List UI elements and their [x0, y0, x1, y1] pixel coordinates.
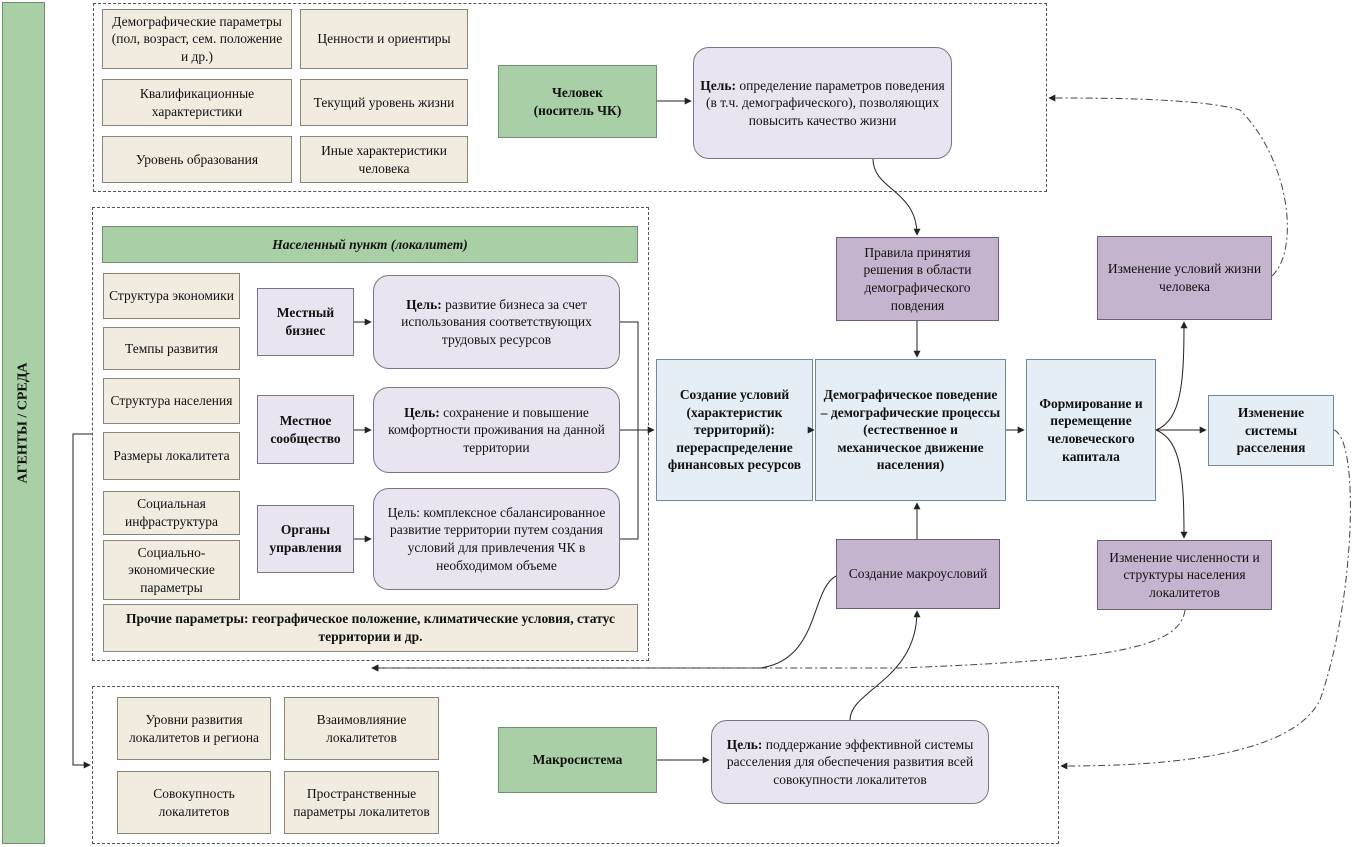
person-param-living-standard: Текущий уровень жизни: [300, 79, 468, 126]
goal-local-community-label: Цель:: [404, 404, 440, 420]
person-group-frame: [93, 3, 1047, 192]
person-param-other-text: Иные характеристики человека: [321, 142, 447, 176]
goal-local-community-body: сохранение и повышение комфортности прож…: [388, 404, 605, 455]
agents-environment-sidebar: АГЕНТЫ / СРЕДА: [2, 2, 45, 844]
locality-title-text: Населенный пункт (локалитет): [272, 236, 468, 252]
goal-local-community-text: Цель: сохранение и повышение комфортност…: [378, 404, 615, 457]
macro-param-interaction: Взаимовлияние локалитетов: [284, 697, 439, 760]
macro-conditions-text: Создание макроусловий: [848, 566, 988, 582]
actor-government: Органы управления: [257, 505, 354, 573]
human-capital-text: Формирование и перемещение человеческого…: [1039, 395, 1143, 464]
locality-other-params: Прочие параметры: географическое положен…: [103, 604, 638, 652]
person-agent-box: Человек (носитель ЧК): [498, 65, 657, 138]
macro-param-aggregate: Совокупность локалитетов: [117, 771, 271, 834]
actor-local-business: Местный бизнес: [257, 288, 354, 356]
locality-param-infrastructure: Социальная инфраструктура: [103, 491, 240, 535]
locality-param-socioeconomic: Социально-экономические параметры: [103, 540, 240, 600]
macro-goal-text: Цель: поддержание эффективной системы ра…: [716, 736, 984, 789]
actor-local-community-text: Местное сообщество: [270, 412, 341, 446]
person-param-living-standard-text: Текущий уровень жизни: [313, 94, 455, 110]
person-goal-box: Цель: определение параметров поведения (…: [693, 47, 952, 159]
locality-param-size-text: Размеры локалитета: [113, 448, 230, 464]
person-param-demographic-text: Демографические параметры (пол, возраст,…: [111, 13, 283, 64]
macro-conditions-box: Создание макроусловий: [836, 539, 1000, 609]
sidebar-label: АГЕНТЫ / СРЕДА: [15, 362, 31, 484]
person-param-qualification-text: Квалификационные характеристики: [139, 85, 255, 119]
goal-government-body: Цель: комплексное сбалансированное разви…: [387, 504, 606, 573]
macro-param-aggregate-text: Совокупность локалитетов: [153, 785, 235, 819]
locality-param-size: Размеры локалитета: [103, 432, 240, 480]
locality-param-economy-text: Структура экономики: [109, 288, 234, 304]
goal-local-business-label: Цель:: [406, 296, 442, 312]
macro-param-development: Уровни развития локалитетов и региона: [117, 697, 271, 760]
goal-local-community: Цель: сохранение и повышение комфортност…: [373, 387, 620, 473]
life-conditions-change-text: Изменение условий жизни человека: [1107, 261, 1262, 294]
arrow-capital-to-population: [1155, 429, 1188, 539]
macro-goal-box: Цель: поддержание эффективной системы ра…: [711, 720, 989, 804]
person-param-qualification: Квалификационные характеристики: [102, 79, 292, 126]
macro-param-development-text: Уровни развития локалитетов и региона: [128, 711, 260, 745]
decision-rules-box: Правила принятия решения в области демог…: [836, 237, 999, 321]
person-param-values-text: Ценности и ориентиры: [317, 31, 451, 47]
actor-local-business-text: Местный бизнес: [276, 305, 335, 338]
locality-param-infrastructure-text: Социальная инфраструктура: [125, 496, 218, 529]
settlement-change-text: Изменение системы расселения: [1236, 405, 1306, 456]
demographic-behavior-box: Демографическое поведение – демографичес…: [815, 359, 1006, 501]
goal-local-business-text: Цель: развитие бизнеса за счет использов…: [378, 296, 615, 349]
macro-group-frame: [92, 686, 1059, 844]
arrow-locality-to-macro: [72, 433, 92, 769]
person-param-other: Иные характеристики человека: [300, 136, 468, 183]
person-param-demographic: Демографические параметры (пол, возраст,…: [102, 9, 292, 69]
human-capital-box: Формирование и перемещение человеческого…: [1026, 359, 1156, 501]
macro-goal-body: поддержание эффективной системы расселен…: [726, 736, 974, 787]
person-param-education: Уровень образования: [102, 136, 292, 183]
person-goal-body: определение параметров поведения (в т.ч.…: [706, 77, 945, 128]
population-change-box: Изменение численности и структуры населе…: [1097, 540, 1272, 610]
macro-goal-label: Цель:: [726, 736, 763, 752]
actor-local-community: Местное сообщество: [257, 395, 354, 464]
locality-param-economy: Структура экономики: [103, 273, 240, 319]
life-conditions-change-box: Изменение условий жизни человека: [1097, 236, 1272, 320]
demographic-behavior-text: Демографическое поведение – демографичес…: [820, 387, 1001, 473]
person-param-education-text: Уровень образования: [135, 151, 259, 167]
arrow-capital-to-life: [1155, 321, 1188, 431]
locality-param-population: Структура населения: [103, 378, 240, 424]
locality-group-frame: [92, 207, 649, 661]
person-goal-text: Цель: определение параметров поведения (…: [698, 77, 947, 130]
conditions-box: Создание условий (характеристик территор…: [656, 359, 813, 501]
macro-param-interaction-text: Взаимовлияние локалитетов: [316, 711, 407, 745]
locality-param-socioeconomic-text: Социально-экономические параметры: [128, 544, 215, 595]
macro-param-spatial: Пространственные параметры локалитетов: [284, 771, 439, 834]
goal-government: Цель: комплексное сбалансированное разви…: [373, 488, 620, 590]
goal-local-business-body: развитие бизнеса за счет использования с…: [401, 296, 592, 347]
locality-param-growth: Темпы развития: [103, 327, 240, 370]
person-goal-label: Цель:: [700, 77, 736, 93]
locality-title-bar: Населенный пункт (локалитет): [102, 226, 638, 263]
macro-agent-box: Макросистема: [498, 727, 657, 793]
conditions-text: Создание условий (характеристик территор…: [667, 387, 802, 473]
population-change-text: Изменение численности и структуры населе…: [1109, 549, 1260, 600]
macro-param-spatial-text: Пространственные параметры локалитетов: [293, 785, 430, 819]
macro-agent-text: Макросистема: [532, 752, 623, 768]
goal-local-business: Цель: развитие бизнеса за счет использов…: [373, 275, 620, 369]
person-agent-text: Человек (носитель ЧК): [533, 84, 622, 118]
person-param-values: Ценности и ориентиры: [300, 9, 468, 69]
settlement-change-box: Изменение системы расселения: [1208, 395, 1334, 466]
locality-param-growth-text: Темпы развития: [125, 340, 218, 356]
locality-other-params-text: Прочие параметры: географическое положен…: [126, 611, 615, 644]
decision-rules-text: Правила принятия решения в области демог…: [863, 244, 972, 313]
actor-government-text: Органы управления: [269, 522, 342, 555]
locality-param-population-text: Структура населения: [110, 393, 233, 409]
goal-government-text: Цель: комплексное сбалансированное разви…: [378, 504, 615, 574]
